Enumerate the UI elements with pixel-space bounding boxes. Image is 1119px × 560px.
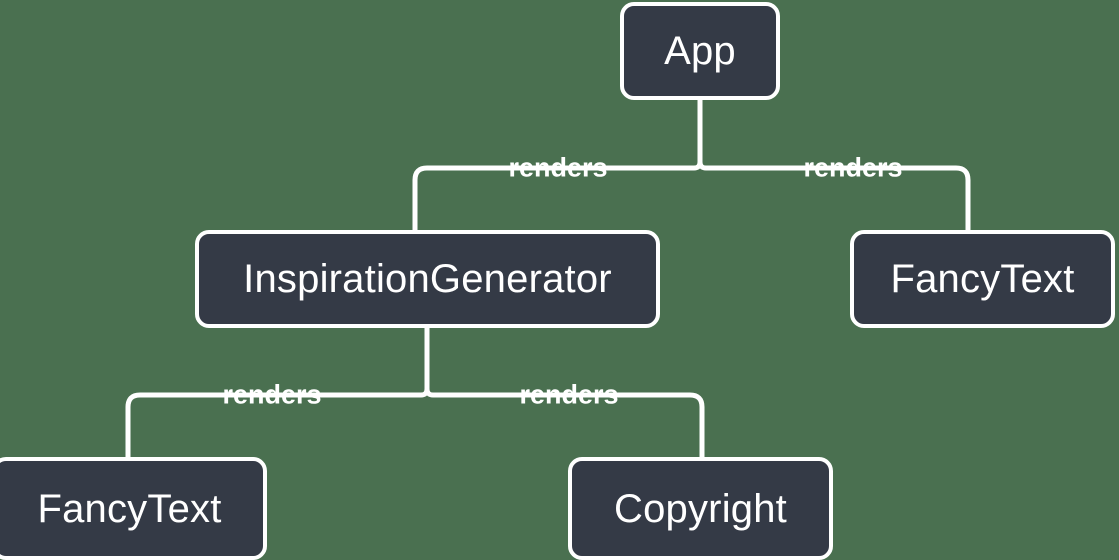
edge-label-app-to-fancy-right: renders <box>803 152 903 183</box>
node-label: InspirationGenerator <box>243 257 612 301</box>
node-label: Copyright <box>614 486 787 531</box>
node-label: FancyText <box>37 486 222 531</box>
edge-label-inspiration-to-fancy-left: renders <box>222 379 322 410</box>
edge-label-app-to-inspiration: renders <box>508 152 608 183</box>
edge-label-inspiration-to-copyright: renders <box>519 379 619 410</box>
node-copyright[interactable]: Copyright <box>568 457 833 560</box>
node-inspiration[interactable]: InspirationGenerator <box>195 230 660 328</box>
node-fancy-left[interactable]: FancyText <box>0 457 267 560</box>
node-app[interactable]: App <box>620 2 780 100</box>
node-label: App <box>664 29 736 73</box>
node-fancy-right[interactable]: FancyText <box>850 230 1115 328</box>
node-label: FancyText <box>890 257 1075 301</box>
